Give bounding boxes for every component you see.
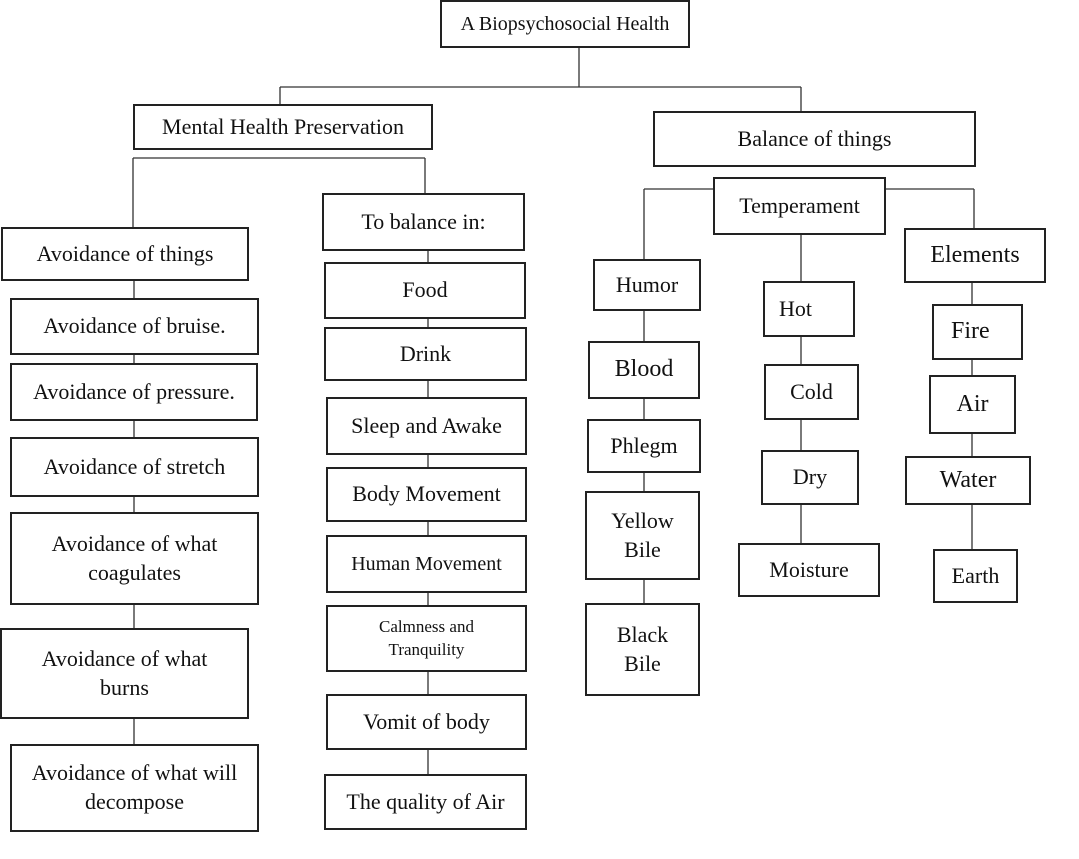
balance-of-things-node: Balance of things [653, 111, 976, 167]
humor-node: Humor [593, 259, 701, 311]
balance-item: Drink [324, 327, 527, 381]
temperament-item: Moisture [738, 543, 880, 597]
elements-item: Fire [932, 304, 1023, 360]
avoidance-item: Avoidance of what burns [0, 628, 249, 719]
avoidance-of-things-node: Avoidance of things [1, 227, 249, 281]
elements-item: Earth [933, 549, 1018, 603]
avoidance-item: Avoidance of stretch [10, 437, 259, 497]
mental-health-preservation-node: Mental Health Preservation [133, 104, 433, 150]
temperament-item: Dry [761, 450, 859, 505]
balance-item: Sleep and Awake [326, 397, 527, 455]
avoidance-item: Avoidance of what coagulates [10, 512, 259, 605]
balance-item: Food [324, 262, 526, 319]
temperament-item: Hot [763, 281, 855, 337]
balance-item: Calmness and Tranquility [326, 605, 527, 672]
temperament-node: Temperament [713, 177, 886, 235]
humor-item: Blood [588, 341, 700, 399]
humor-item: Yellow Bile [585, 491, 700, 580]
elements-node: Elements [904, 228, 1046, 283]
root-node: A Biopsychosocial Health [440, 0, 690, 48]
balance-item: Body Movement [326, 467, 527, 522]
avoidance-item: Avoidance of pressure. [10, 363, 258, 421]
balance-item: Vomit of body [326, 694, 527, 750]
elements-item: Water [905, 456, 1031, 505]
avoidance-item: Avoidance of what will decompose [10, 744, 259, 832]
to-balance-in-node: To balance in: [322, 193, 525, 251]
balance-item: The quality of Air [324, 774, 527, 830]
elements-item: Air [929, 375, 1016, 434]
avoidance-item: Avoidance of bruise. [10, 298, 259, 355]
temperament-item: Cold [764, 364, 859, 420]
humor-item: Black Bile [585, 603, 700, 696]
humor-item: Phlegm [587, 419, 701, 473]
balance-item: Human Movement [326, 535, 527, 593]
